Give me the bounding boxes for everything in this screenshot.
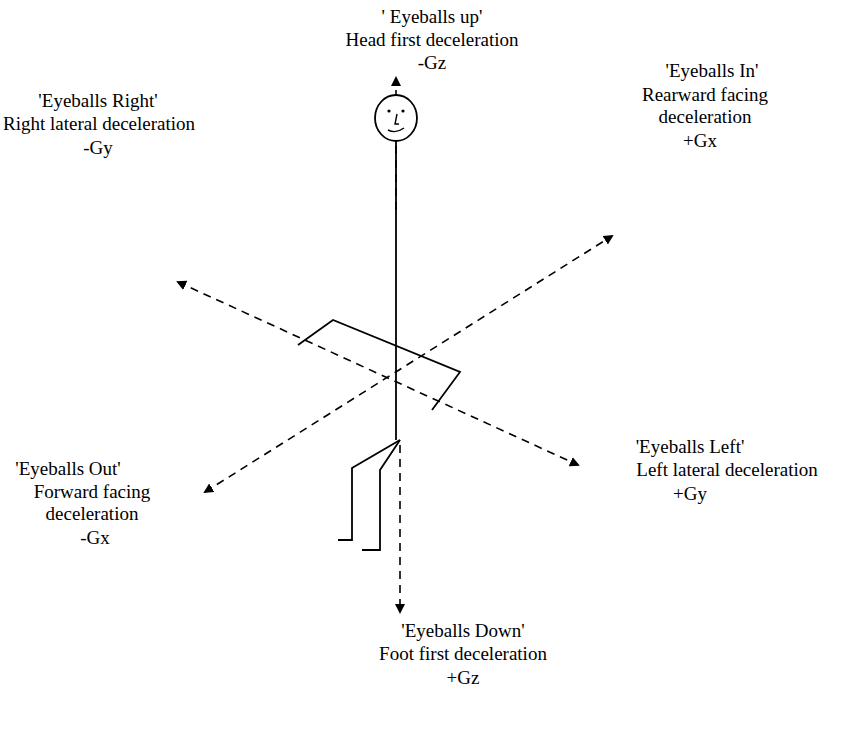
axis-label: Foot first deceleration xyxy=(379,643,547,665)
gx-arrow xyxy=(205,236,612,492)
axis-label: 'Eyeballs Down' xyxy=(401,620,524,642)
axis-label: ' Eyeballs up' xyxy=(382,6,483,28)
axis-label: 'Eyeballs Right' xyxy=(38,90,157,112)
axis-label: Head first deceleration xyxy=(345,29,518,51)
axis-label: Left lateral deceleration xyxy=(636,459,817,481)
axis-label: +Gx xyxy=(683,130,717,152)
stick-figure xyxy=(298,95,460,550)
gz-plus-arrow xyxy=(399,445,401,612)
axis-label: -Gy xyxy=(83,137,113,159)
axis-label: Rearward facing deceleration xyxy=(630,84,780,128)
axis-label: +Gz xyxy=(447,667,480,689)
axis-label: 'Eyeballs Out' xyxy=(15,458,121,480)
gy-arrow xyxy=(178,282,578,465)
axis-label: Right lateral deceleration xyxy=(3,113,195,135)
axis-label: -Gx xyxy=(80,527,110,549)
axis-label: +Gy xyxy=(673,483,707,505)
axis-label: -Gz xyxy=(418,52,446,74)
axis-label: Forward facing deceleration xyxy=(22,481,162,525)
axis-label: 'Eyeballs Left' xyxy=(636,436,745,458)
axis-label: 'Eyeballs In' xyxy=(666,60,759,82)
